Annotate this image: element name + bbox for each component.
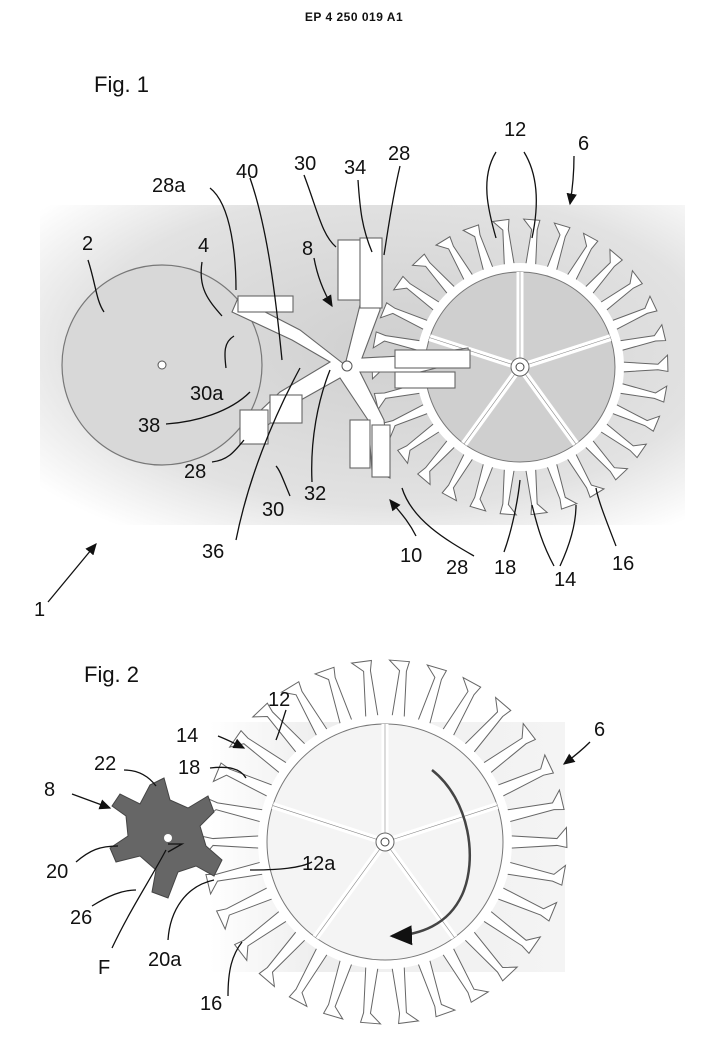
balance-axis: [157, 360, 167, 370]
figure-1-drawing: [40, 205, 685, 525]
ref-34: 34: [344, 157, 366, 179]
ref-28a: 28a: [152, 175, 186, 197]
pallet-axis: [164, 834, 172, 842]
fig2-ref-14: 14: [176, 725, 198, 747]
ref-6: 6: [578, 133, 589, 155]
ref-36: 36: [202, 541, 224, 563]
wheel-tooth: [313, 666, 354, 727]
wheel-axis: [515, 362, 525, 372]
ref-30-bottom: 30: [262, 499, 284, 521]
ref-30a: 30a: [190, 383, 224, 405]
fig2-ref-18: 18: [178, 757, 200, 779]
patent-publication-number: EP 4 250 019 A1: [304, 10, 404, 24]
ref-30-top: 30: [294, 153, 316, 175]
fig2-ref-20a: 20a: [148, 949, 182, 971]
fig2-ref-22: 22: [94, 753, 116, 775]
ref-14: 14: [554, 569, 576, 591]
wheel-spoke-edge: [315, 841, 386, 938]
figure-2-leader-lines: [71, 709, 591, 997]
escape-wheel-6-fig2: [202, 659, 568, 1025]
ref-16: 16: [612, 553, 634, 575]
ref-28-bottom: 28: [446, 557, 468, 579]
rotation-direction-arrow: [389, 769, 472, 946]
wheel-spoke-edge: [429, 337, 521, 368]
wheel-spoke-edge: [519, 337, 611, 368]
wheel-spoke-edge: [519, 366, 577, 445]
wheel-axis: [380, 837, 390, 847]
figure-2-title: Fig. 2: [84, 662, 140, 687]
fig2-ref-8: 8: [44, 779, 55, 801]
figure-1-labels: 2 4 6 8 10 12 14 16 18 28 28a 28 30 30 3…: [34, 119, 634, 621]
fig2-ref-12a: 12a: [302, 853, 336, 875]
fig2-ref-20: 20: [46, 861, 68, 883]
wheel-tooth: [359, 963, 382, 1025]
fig2-ref-16: 16: [200, 993, 222, 1015]
ref-32: 32: [304, 483, 326, 505]
ref-28-left: 28: [184, 461, 206, 483]
ref-4: 4: [198, 235, 209, 257]
figure-2-labels: 6 8 12 12a 14 16 18 20 20a 22 26 F: [44, 689, 605, 1015]
fig2-ref-F: F: [98, 957, 110, 979]
figure-1-title: Fig. 1: [94, 72, 150, 97]
ref-8: 8: [302, 238, 313, 260]
ref-1: 1: [34, 599, 45, 621]
escape-wheel-6: [371, 218, 669, 516]
wheel-tooth: [388, 659, 411, 721]
figure-2-drawing: [109, 659, 568, 1025]
ref-38: 38: [138, 415, 160, 437]
ref-12: 12: [504, 119, 526, 141]
ref-40: 40: [236, 161, 258, 183]
wheel-rim: [258, 715, 512, 969]
wheel-spoke-edge: [463, 366, 521, 445]
figure-1-leader-lines: [47, 151, 617, 603]
wheel-tooth: [416, 664, 448, 727]
fig2-ref-26: 26: [70, 907, 92, 929]
fig2-ref-12: 12: [268, 689, 290, 711]
wheel-spoke-edge: [384, 841, 455, 938]
wheel-spoke-edge: [384, 805, 498, 843]
wheel-tooth: [350, 659, 379, 721]
wheel-spoke-edge: [272, 805, 386, 843]
ref-28-top: 28: [388, 143, 410, 165]
wheel-tooth: [391, 963, 420, 1025]
fig2-ref-6: 6: [594, 719, 605, 741]
ref-18: 18: [494, 557, 516, 579]
ref-2: 2: [82, 233, 93, 255]
ref-10: 10: [400, 545, 422, 567]
